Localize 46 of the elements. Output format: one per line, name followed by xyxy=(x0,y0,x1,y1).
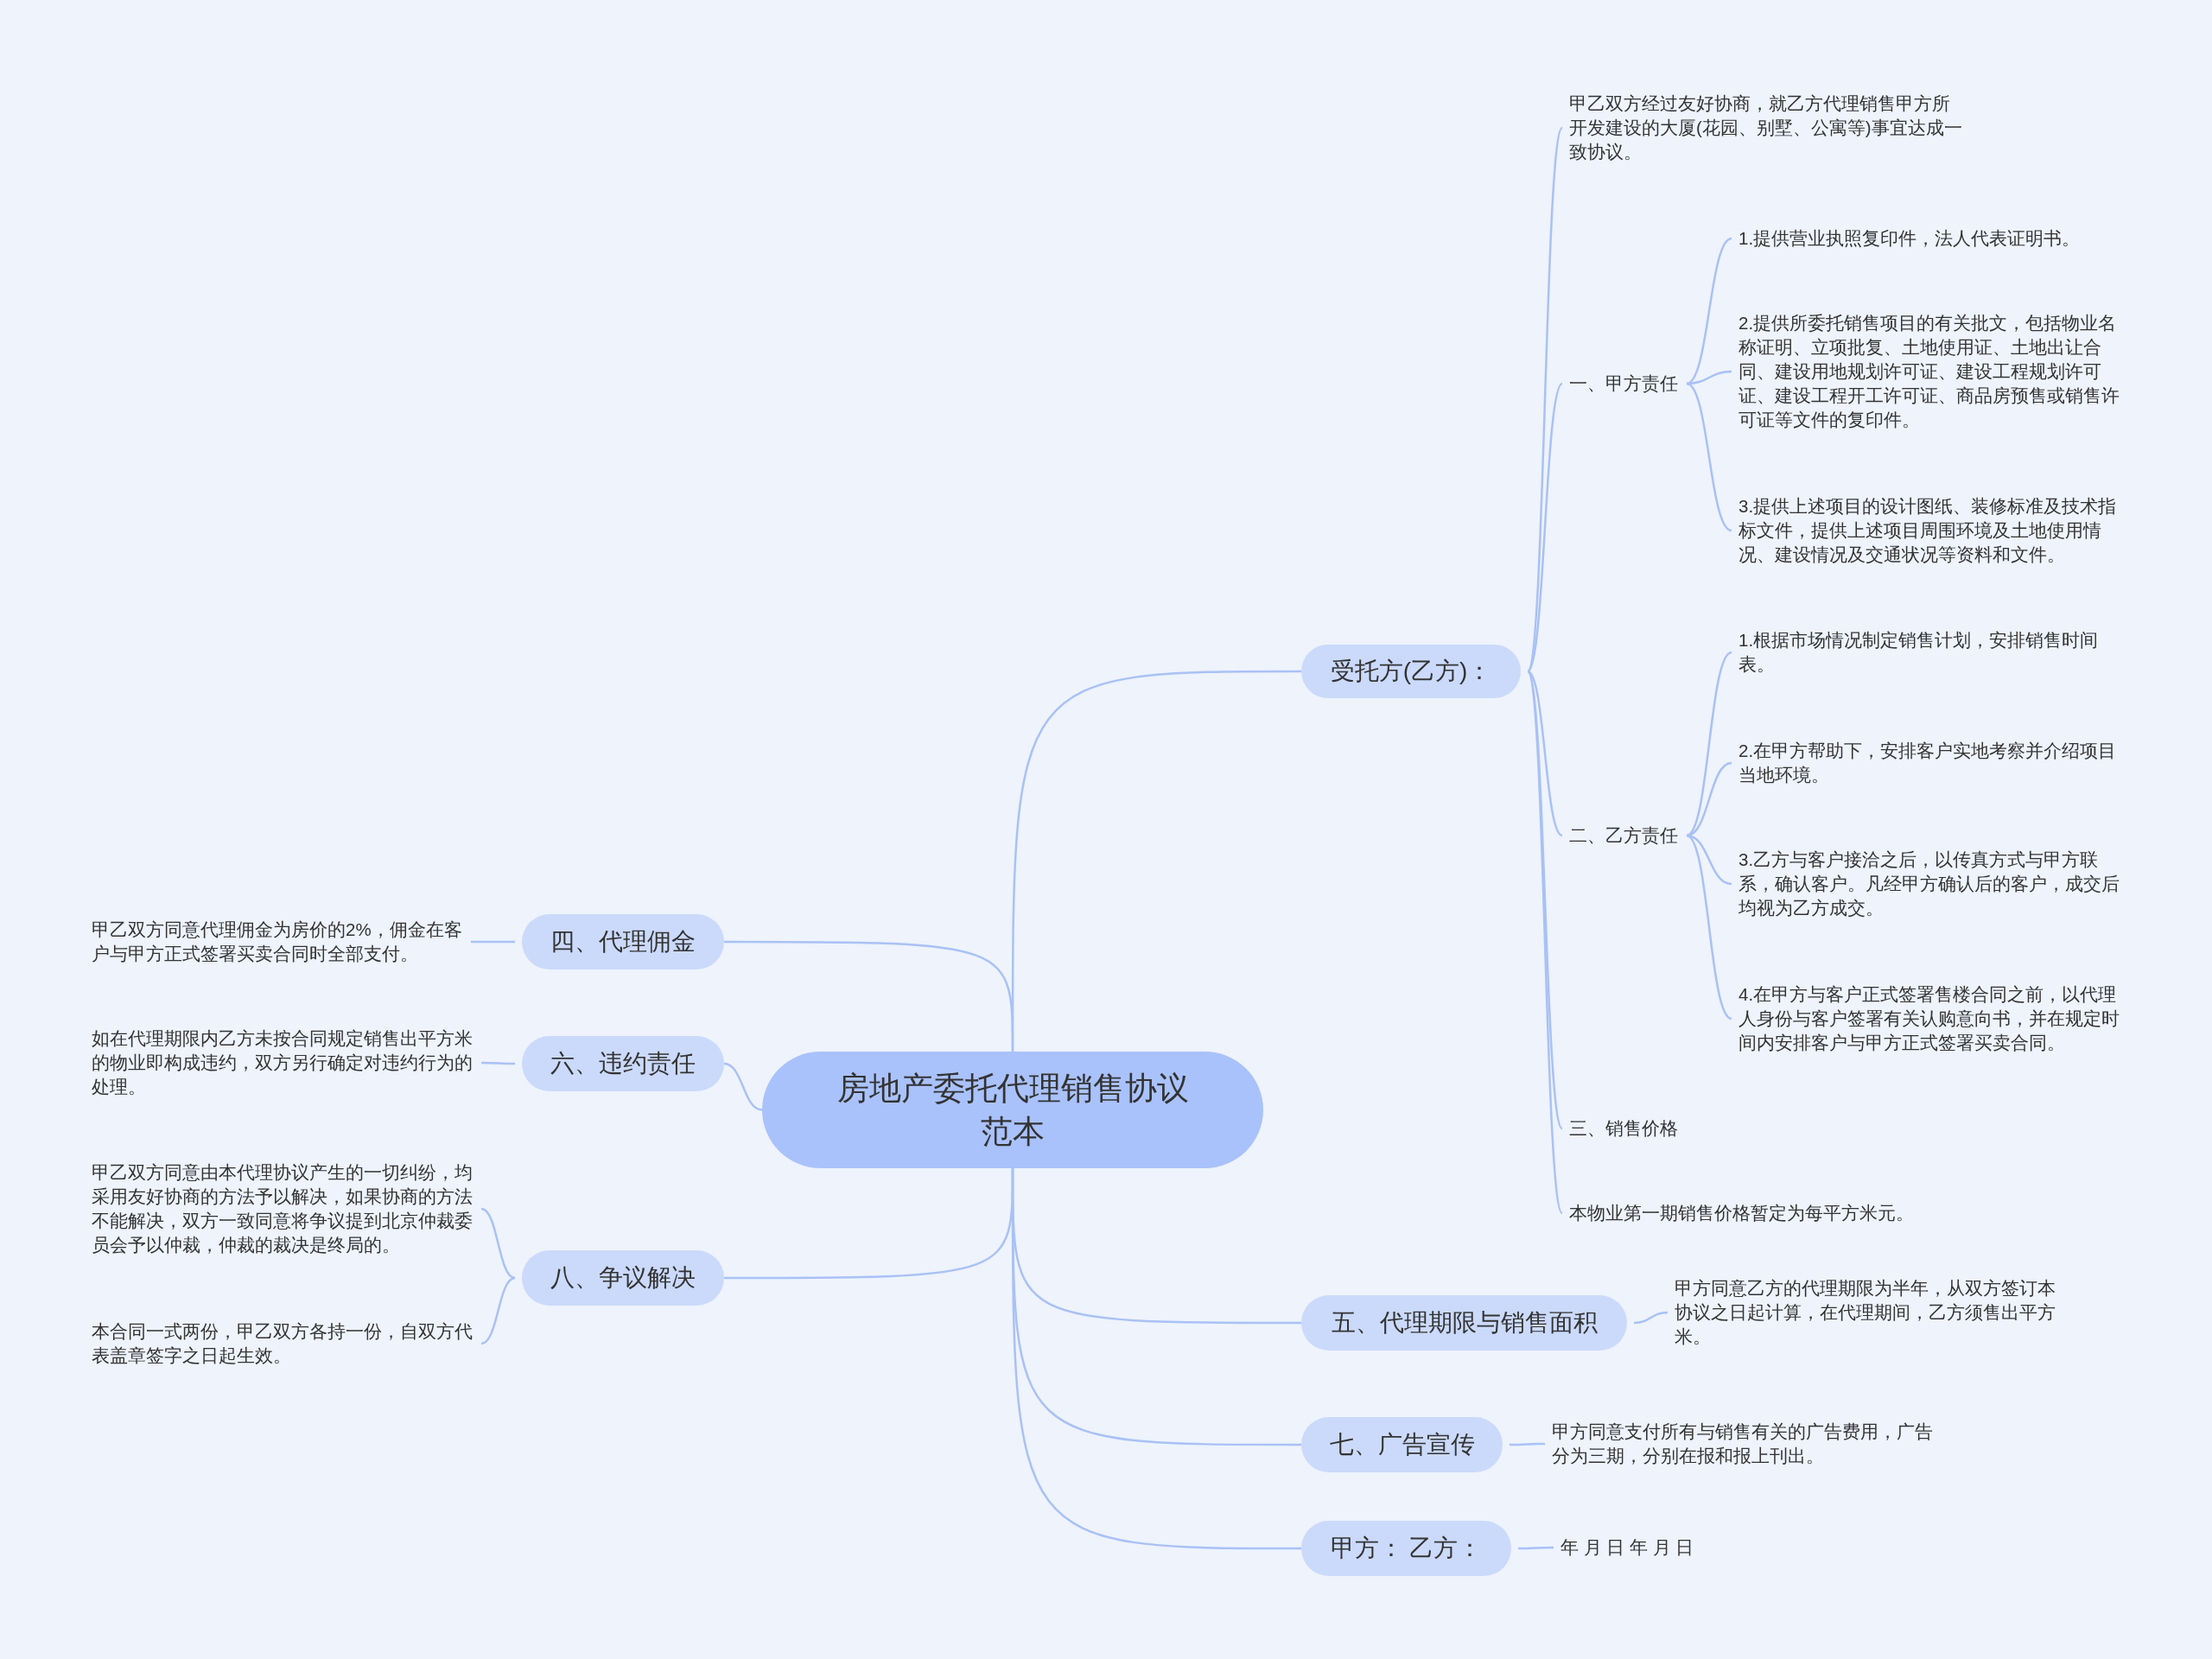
topic-box: 甲方： 乙方： xyxy=(1301,1521,1511,1576)
connector-line xyxy=(1510,1442,1545,1446)
note-text: 4.在甲方与客户正式签署售楼合同之前，以代理人身份与客户签署有关认购意向书，并在规定时间内安排客户与甲方正式签署买卖合同。 xyxy=(1738,982,2121,1055)
topic-box: 七、广告宣传 xyxy=(1301,1417,1503,1472)
note-text: 2.提供所委托销售项目的有关批文，包括物业名称证明、立项批复、土地使用证、土地出让合同、建设用地规划许可证、建设工程规划许可证、建设工程开工许可证、商品房预售或销售许可证等文件的复印件。 xyxy=(1738,311,2121,432)
connector-line xyxy=(1011,1168,1301,1550)
connector-line xyxy=(1686,834,1732,1020)
central-topic: 房地产委托代理销售协议范本 xyxy=(762,1052,1263,1168)
note-text: 1.根据市场情况制定销售计划，安排销售时间表。 xyxy=(1738,628,2101,677)
connector-line xyxy=(723,1062,763,1111)
connector-line xyxy=(1633,1311,1669,1325)
note-text: 2.在甲方帮助下，安排客户实地考察并介绍项目当地环境。 xyxy=(1738,739,2119,787)
note-text: 甲方同意乙方的代理期限为半年，从双方签订本协议之日起计算，在代理期间，乙方须售出平方米。 xyxy=(1675,1276,2057,1349)
connector-line xyxy=(1526,671,1564,1214)
connector-line xyxy=(724,940,1014,1052)
connector-line xyxy=(480,1276,516,1345)
connector-line xyxy=(1526,127,1564,672)
connector-line xyxy=(1526,383,1564,672)
note-text: 1.提供营业执照复印件，法人代表证明书。 xyxy=(1738,226,2082,251)
connector-line xyxy=(1686,382,1732,532)
note-text: 甲乙双方同意由本代理协议产生的一切纠纷，均采用友好协商的方法予以解决，如果协商的方法不能解决，双方一致同意将争议提到北京仲裁委员会予以仲裁，仲裁的裁决是终局的。 xyxy=(92,1160,474,1257)
note-text: 年 月 日 年 月 日 xyxy=(1560,1535,1696,1560)
note-text: 甲方同意支付所有与销售有关的广告费用，广告分为三期，分别在报和报上刊出。 xyxy=(1552,1420,1935,1468)
topic-box: 受托方(乙方)： xyxy=(1301,645,1521,698)
note-text: 二、乙方责任 xyxy=(1569,823,1680,848)
note-text: 3.提供上述项目的设计图纸、装修标准及技术指标文件，提供上述项目周围环境及土地使用情况、建设情况及交通状况等资料和文件。 xyxy=(1738,494,2119,567)
connector-line xyxy=(1518,1546,1554,1550)
connector-line xyxy=(1686,237,1732,385)
connector-line xyxy=(480,1207,516,1280)
note-text: 本合同一式两份，甲乙双方各持一份，自双方代表盖章签字之日起生效。 xyxy=(92,1319,474,1368)
note-text: 一、甲方责任 xyxy=(1569,372,1680,396)
topic-box: 六、违约责任 xyxy=(522,1036,724,1091)
topic-box: 五、代理期限与销售面积 xyxy=(1301,1295,1627,1351)
connector-line xyxy=(471,940,515,944)
note-text: 3.乙方与客户接洽之后，以传真方式与甲方联系，确认客户。凡经甲方确认后的客户，成交后均视为乙方成交。 xyxy=(1738,848,2121,920)
note-text: 甲乙双方同意代理佣金为房价的2%，佣金在客户与甲方正式签署买卖合同时全部支付。 xyxy=(92,918,464,966)
note-text: 如在代理期限内乙方未按合同规定销售出平方米的物业即构成违约，双方另行确定对违约行为的处理。 xyxy=(92,1027,474,1099)
connector-line xyxy=(1526,671,1564,1129)
connector-line xyxy=(481,1061,515,1065)
note-text: 本物业第一期销售价格暂定为每平方米元。 xyxy=(1569,1201,1916,1225)
note-text: 三、销售价格 xyxy=(1569,1116,1680,1141)
topic-box: 四、代理佣金 xyxy=(522,914,724,969)
connector-line xyxy=(1527,671,1563,836)
note-text: 甲乙双方经过友好协商，就乙方代理销售甲方所开发建设的大厦(花园、别墅、公寓等)事宜达成一致协议。 xyxy=(1569,92,1964,164)
topic-box: 八、争议解决 xyxy=(522,1250,724,1306)
connector-line xyxy=(1686,761,1732,837)
